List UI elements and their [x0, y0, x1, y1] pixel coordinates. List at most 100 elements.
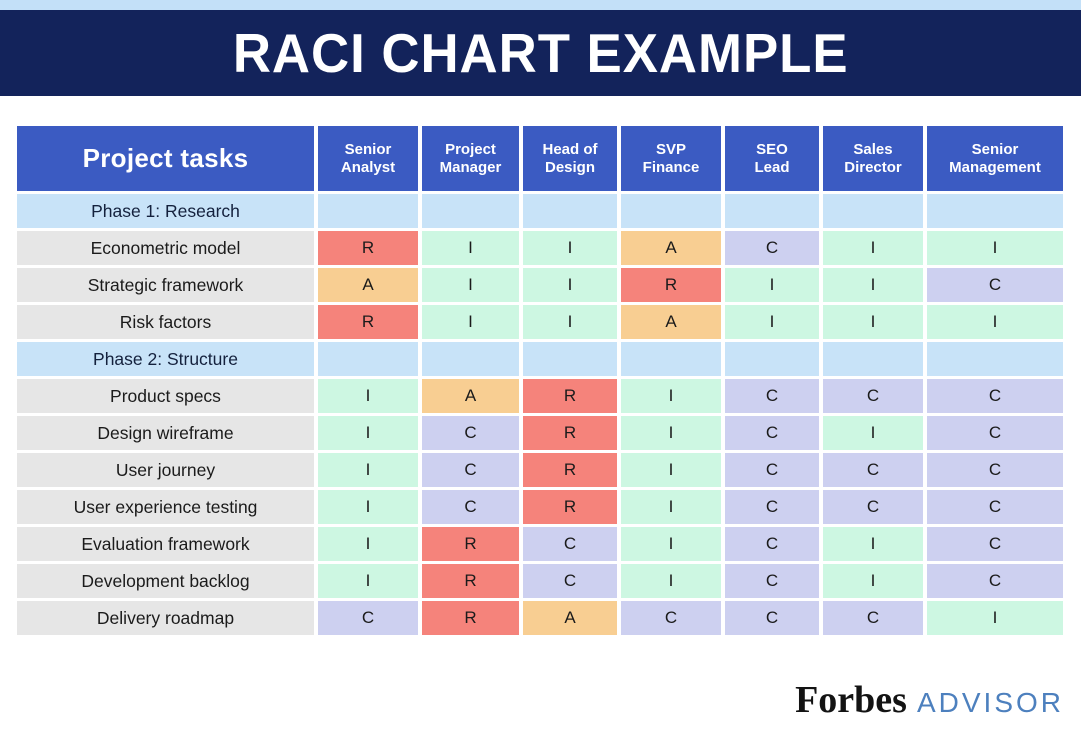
raci-cell-I: I [927, 305, 1063, 339]
phase-row-cell [422, 194, 519, 228]
raci-cell-C: C [422, 490, 519, 524]
raci-cell-C: C [725, 379, 819, 413]
footer-logo: Forbes ADVISOR [795, 678, 1064, 722]
phase-row-label: Phase 1: Research [17, 194, 314, 228]
raci-cell-I: I [621, 490, 721, 524]
phase-row-cell [523, 342, 617, 376]
task-label: Evaluation framework [17, 527, 314, 561]
raci-cell-C: C [823, 453, 923, 487]
raci-cell-I: I [725, 305, 819, 339]
role-column-header: Head of Design [523, 126, 617, 191]
raci-cell-I: I [523, 231, 617, 265]
raci-cell-C: C [621, 601, 721, 635]
raci-cell-I: I [422, 268, 519, 302]
task-label: Development backlog [17, 564, 314, 598]
raci-cell-C: C [422, 453, 519, 487]
raci-cell-I: I [621, 416, 721, 450]
task-label: Risk factors [17, 305, 314, 339]
raci-cell-I: I [823, 527, 923, 561]
raci-cell-I: I [823, 305, 923, 339]
role-column-header: Senior Analyst [318, 126, 418, 191]
role-column-header: SEO Lead [725, 126, 819, 191]
raci-cell-I: I [523, 305, 617, 339]
raci-cell-C: C [927, 416, 1063, 450]
raci-cell-A: A [621, 231, 721, 265]
raci-cell-A: A [318, 268, 418, 302]
raci-cell-I: I [823, 268, 923, 302]
raci-cell-C: C [927, 379, 1063, 413]
raci-cell-C: C [927, 453, 1063, 487]
phase-row-cell [422, 342, 519, 376]
raci-cell-R: R [523, 453, 617, 487]
raci-cell-C: C [523, 527, 617, 561]
raci-cell-A: A [422, 379, 519, 413]
raci-cell-I: I [422, 231, 519, 265]
raci-cell-C: C [725, 601, 819, 635]
task-label: Design wireframe [17, 416, 314, 450]
raci-cell-I: I [523, 268, 617, 302]
raci-cell-I: I [318, 379, 418, 413]
phase-row-cell [927, 342, 1063, 376]
task-label: Econometric model [17, 231, 314, 265]
raci-cell-C: C [927, 527, 1063, 561]
raci-cell-R: R [318, 305, 418, 339]
raci-cell-C: C [725, 564, 819, 598]
raci-cell-C: C [422, 416, 519, 450]
raci-cell-I: I [725, 268, 819, 302]
raci-cell-I: I [621, 527, 721, 561]
phase-row-cell [725, 342, 819, 376]
raci-cell-I: I [927, 231, 1063, 265]
raci-cell-C: C [927, 564, 1063, 598]
raci-cell-C: C [823, 379, 923, 413]
page-title: RACI CHART EXAMPLE [232, 22, 849, 84]
phase-row-cell [318, 194, 418, 228]
raci-cell-A: A [523, 601, 617, 635]
raci-cell-R: R [523, 416, 617, 450]
task-label: Delivery roadmap [17, 601, 314, 635]
raci-cell-C: C [725, 416, 819, 450]
title-banner: RACI CHART EXAMPLE [0, 10, 1081, 96]
task-label: Strategic framework [17, 268, 314, 302]
phase-row-cell [523, 194, 617, 228]
top-accent-strip [0, 0, 1081, 10]
raci-cell-C: C [523, 564, 617, 598]
raci-cell-I: I [318, 453, 418, 487]
forbes-logo: Forbes [795, 679, 907, 721]
task-label: User experience testing [17, 490, 314, 524]
raci-cell-I: I [318, 564, 418, 598]
raci-cell-C: C [927, 268, 1063, 302]
raci-cell-R: R [422, 601, 519, 635]
raci-cell-C: C [318, 601, 418, 635]
advisor-logo-text: ADVISOR [916, 687, 1064, 718]
raci-cell-I: I [621, 453, 721, 487]
raci-cell-I: I [823, 564, 923, 598]
role-column-header: Senior Management [927, 126, 1063, 191]
raci-cell-R: R [422, 564, 519, 598]
raci-cell-I: I [318, 527, 418, 561]
raci-cell-C: C [927, 490, 1063, 524]
raci-cell-I: I [823, 416, 923, 450]
phase-row-cell [621, 342, 721, 376]
role-column-header: Project Manager [422, 126, 519, 191]
phase-row-cell [823, 342, 923, 376]
raci-cell-R: R [422, 527, 519, 561]
phase-row-cell [621, 194, 721, 228]
raci-cell-I: I [422, 305, 519, 339]
phase-row-label: Phase 2: Structure [17, 342, 314, 376]
raci-cell-R: R [523, 490, 617, 524]
raci-cell-R: R [523, 379, 617, 413]
raci-cell-C: C [725, 231, 819, 265]
raci-cell-C: C [823, 601, 923, 635]
phase-row-cell [927, 194, 1063, 228]
phase-row-cell [318, 342, 418, 376]
phase-row-cell [823, 194, 923, 228]
raci-cell-C: C [725, 453, 819, 487]
role-column-header: SVP Finance [621, 126, 721, 191]
raci-cell-I: I [621, 379, 721, 413]
raci-cell-I: I [318, 490, 418, 524]
raci-cell-C: C [725, 490, 819, 524]
raci-cell-I: I [927, 601, 1063, 635]
task-label: User journey [17, 453, 314, 487]
task-label: Product specs [17, 379, 314, 413]
